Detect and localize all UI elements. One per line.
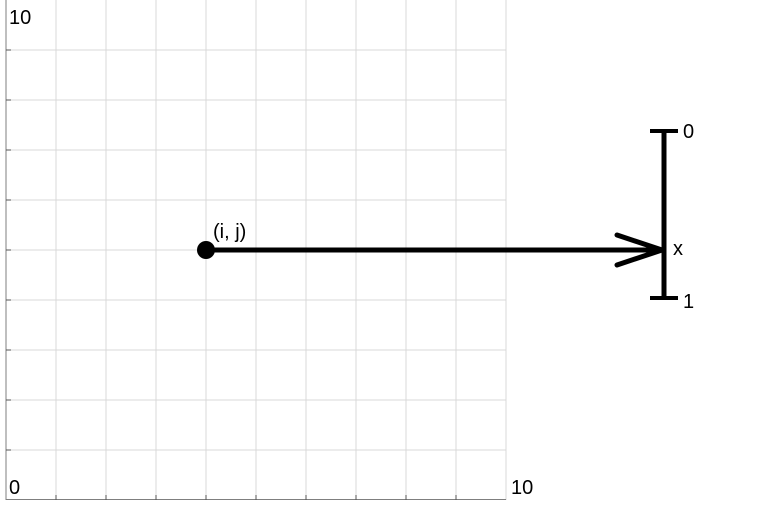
grid-lines xyxy=(6,0,507,500)
x-axis-min-label: 0 xyxy=(9,477,20,499)
number-line-bottom-label: 1 xyxy=(683,291,694,313)
grid-point-label: (i, j) xyxy=(213,221,246,243)
grid-point xyxy=(197,241,215,259)
grid-ticks xyxy=(6,49,457,500)
x-axis-max-label: 10 xyxy=(511,477,533,499)
number-line-top-label: 0 xyxy=(683,121,694,143)
y-axis-max-label: 10 xyxy=(9,7,31,29)
number-line-value-label: x xyxy=(673,238,683,260)
